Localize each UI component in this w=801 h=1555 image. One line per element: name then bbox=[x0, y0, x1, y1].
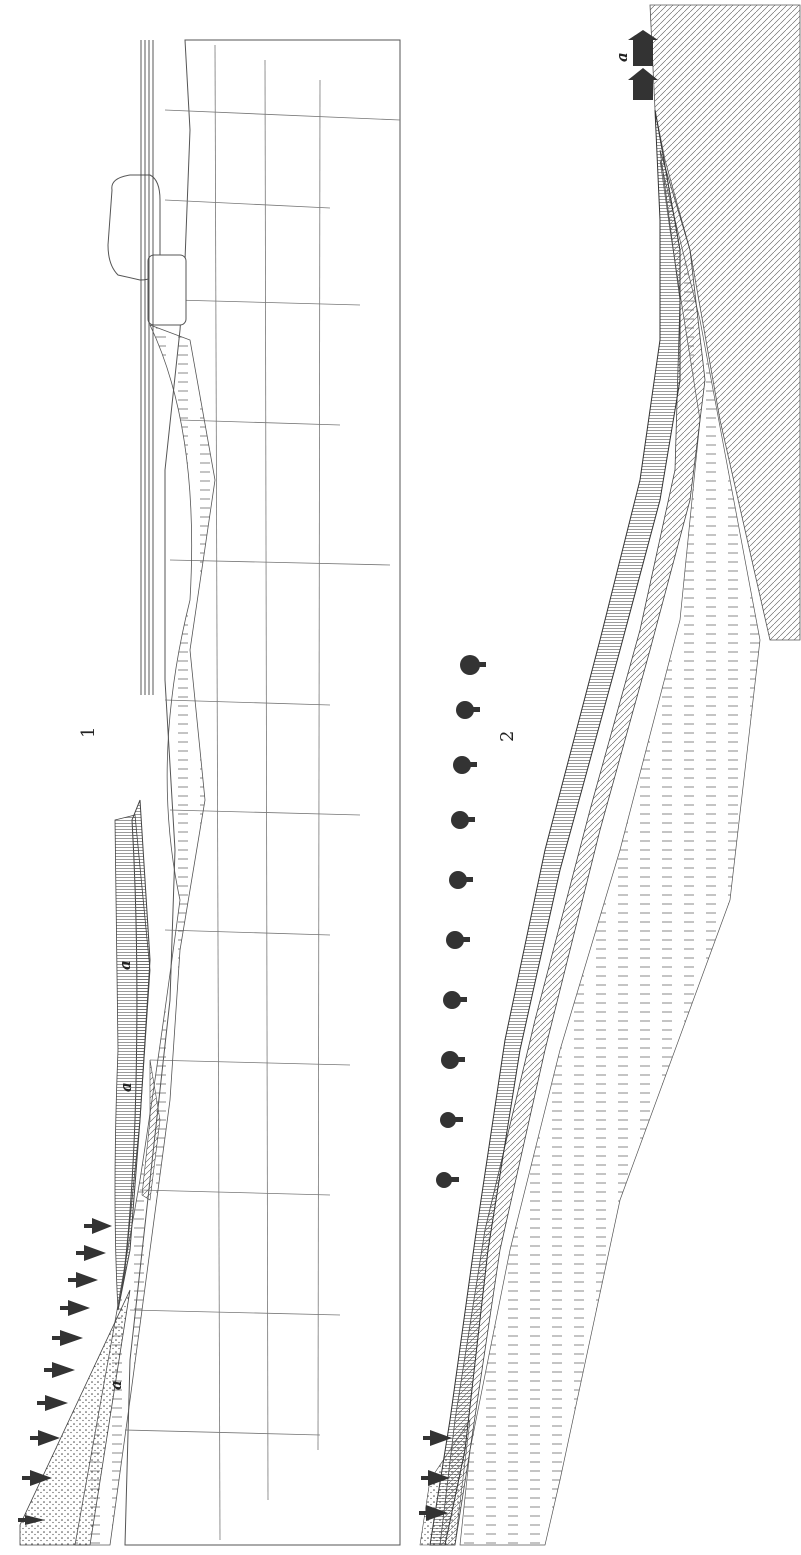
figure-1-number: 1 bbox=[78, 727, 99, 738]
tree-icon bbox=[84, 1218, 112, 1234]
tree-icon bbox=[443, 991, 467, 1009]
tree-icon bbox=[451, 811, 475, 829]
annotation-a: a bbox=[107, 1380, 125, 1390]
tree-icon bbox=[446, 931, 470, 949]
tree-icon bbox=[440, 1112, 463, 1128]
tree-icon bbox=[460, 655, 486, 675]
annotation-a: a bbox=[613, 52, 631, 62]
tree-icon bbox=[30, 1430, 60, 1446]
tree-icon bbox=[441, 1051, 465, 1069]
figure-2-number: 2 bbox=[497, 731, 518, 742]
figure-2-section: 2 a bbox=[419, 5, 800, 1545]
tree-icon bbox=[76, 1245, 106, 1261]
water-lines bbox=[138, 40, 156, 695]
annotation-a: a bbox=[117, 1082, 135, 1092]
figure-1-section: 1 a a a bbox=[18, 40, 400, 1545]
annotation-a: a bbox=[116, 960, 134, 970]
tree-icon bbox=[456, 701, 480, 719]
tree-icon bbox=[52, 1330, 83, 1346]
tree-icon bbox=[449, 871, 473, 889]
tree-icon bbox=[44, 1362, 75, 1378]
tree-icon bbox=[68, 1272, 98, 1288]
tree-icon bbox=[436, 1172, 459, 1188]
tree-icon bbox=[453, 756, 477, 774]
tree-icon bbox=[60, 1300, 90, 1316]
tree-icon bbox=[37, 1395, 68, 1411]
